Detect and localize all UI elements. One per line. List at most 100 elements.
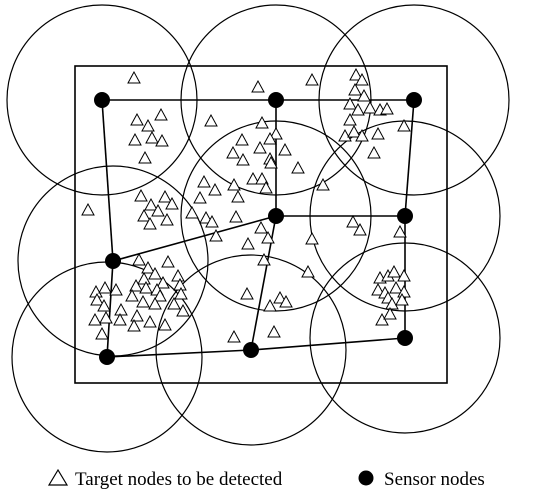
target-node	[145, 130, 159, 144]
target-node	[205, 214, 219, 228]
target-node	[353, 222, 367, 236]
sensor-node	[268, 208, 284, 224]
target-node	[143, 314, 157, 328]
communication-link	[404, 99, 415, 217]
target-node	[127, 318, 141, 332]
target-node	[246, 171, 260, 185]
target-node	[141, 260, 155, 274]
target-node	[397, 268, 411, 282]
target-node	[371, 126, 385, 140]
target-node	[167, 296, 181, 310]
target-node	[88, 312, 102, 326]
target-node	[389, 280, 403, 294]
target-node	[143, 216, 157, 230]
target-node	[229, 209, 243, 223]
target-node	[291, 160, 305, 174]
target-node	[279, 294, 293, 308]
target-node	[132, 252, 146, 266]
sensor-node	[397, 330, 413, 346]
target-node	[114, 302, 128, 316]
target-node	[305, 72, 319, 86]
target-node	[261, 230, 275, 244]
target-node	[90, 292, 104, 306]
target-node	[81, 202, 95, 216]
target-node	[236, 152, 250, 166]
sensor-node	[94, 92, 110, 108]
target-node	[227, 177, 241, 191]
communication-link	[106, 349, 252, 358]
target-node	[130, 112, 144, 126]
sensor-node	[406, 92, 422, 108]
target-node	[273, 290, 287, 304]
sensor-node	[397, 208, 413, 224]
target-node	[346, 214, 360, 228]
target-node	[158, 317, 172, 331]
target-node	[128, 132, 142, 146]
target-node	[208, 182, 222, 196]
target-node	[209, 228, 223, 242]
target-node	[338, 128, 352, 142]
target-node	[251, 79, 265, 93]
target-node	[154, 107, 168, 121]
target-legend-icon	[47, 468, 69, 486]
target-node	[305, 231, 319, 245]
sensor-node	[105, 253, 121, 269]
target-node	[156, 275, 170, 289]
target-node	[263, 131, 277, 145]
target-node	[347, 124, 361, 138]
legend: Target nodes to be detected Sensor nodes	[47, 468, 485, 490]
target-node	[351, 102, 365, 116]
target-node	[137, 271, 151, 285]
target-node	[97, 298, 111, 312]
target-node	[144, 197, 158, 211]
target-node	[385, 296, 399, 310]
target-node	[193, 190, 207, 204]
target-node	[141, 118, 155, 132]
sensing-range-circle	[155, 254, 347, 446]
target-nodes	[81, 67, 411, 343]
sensor-legend-label: Sensor nodes	[384, 469, 485, 490]
target-node	[153, 288, 167, 302]
target-node	[316, 177, 330, 191]
target-node	[367, 145, 381, 159]
target-node	[363, 100, 377, 114]
target-node	[357, 88, 371, 102]
sensor-node	[243, 342, 259, 358]
communication-link	[250, 337, 406, 351]
target-node	[138, 150, 152, 164]
target-node	[99, 310, 113, 324]
target-node	[127, 70, 141, 84]
target-node	[109, 282, 123, 296]
target-node	[380, 101, 394, 115]
target-node	[231, 189, 245, 203]
target-node	[129, 278, 143, 292]
target-node	[348, 82, 362, 96]
target-node	[301, 264, 315, 278]
target-node	[137, 208, 151, 222]
target-node	[125, 288, 139, 302]
target-node	[161, 254, 175, 268]
target-node	[113, 312, 127, 326]
target-node	[355, 128, 369, 142]
target-node	[241, 236, 255, 250]
target-node	[343, 112, 357, 126]
target-node	[171, 268, 185, 282]
target-node	[383, 306, 397, 320]
target-node	[371, 282, 385, 296]
target-node	[257, 252, 271, 266]
target-node	[255, 115, 269, 129]
target-legend-label: Target nodes to be detected	[75, 469, 283, 490]
target-node	[227, 329, 241, 343]
target-node	[98, 280, 112, 294]
target-node	[263, 298, 277, 312]
monitoring-area-boundary	[74, 65, 448, 384]
target-node	[165, 196, 179, 210]
target-node	[197, 174, 211, 188]
target-node	[240, 286, 254, 300]
target-node	[254, 220, 268, 234]
target-node	[226, 145, 240, 159]
target-node	[235, 132, 249, 146]
target-node	[253, 140, 267, 154]
